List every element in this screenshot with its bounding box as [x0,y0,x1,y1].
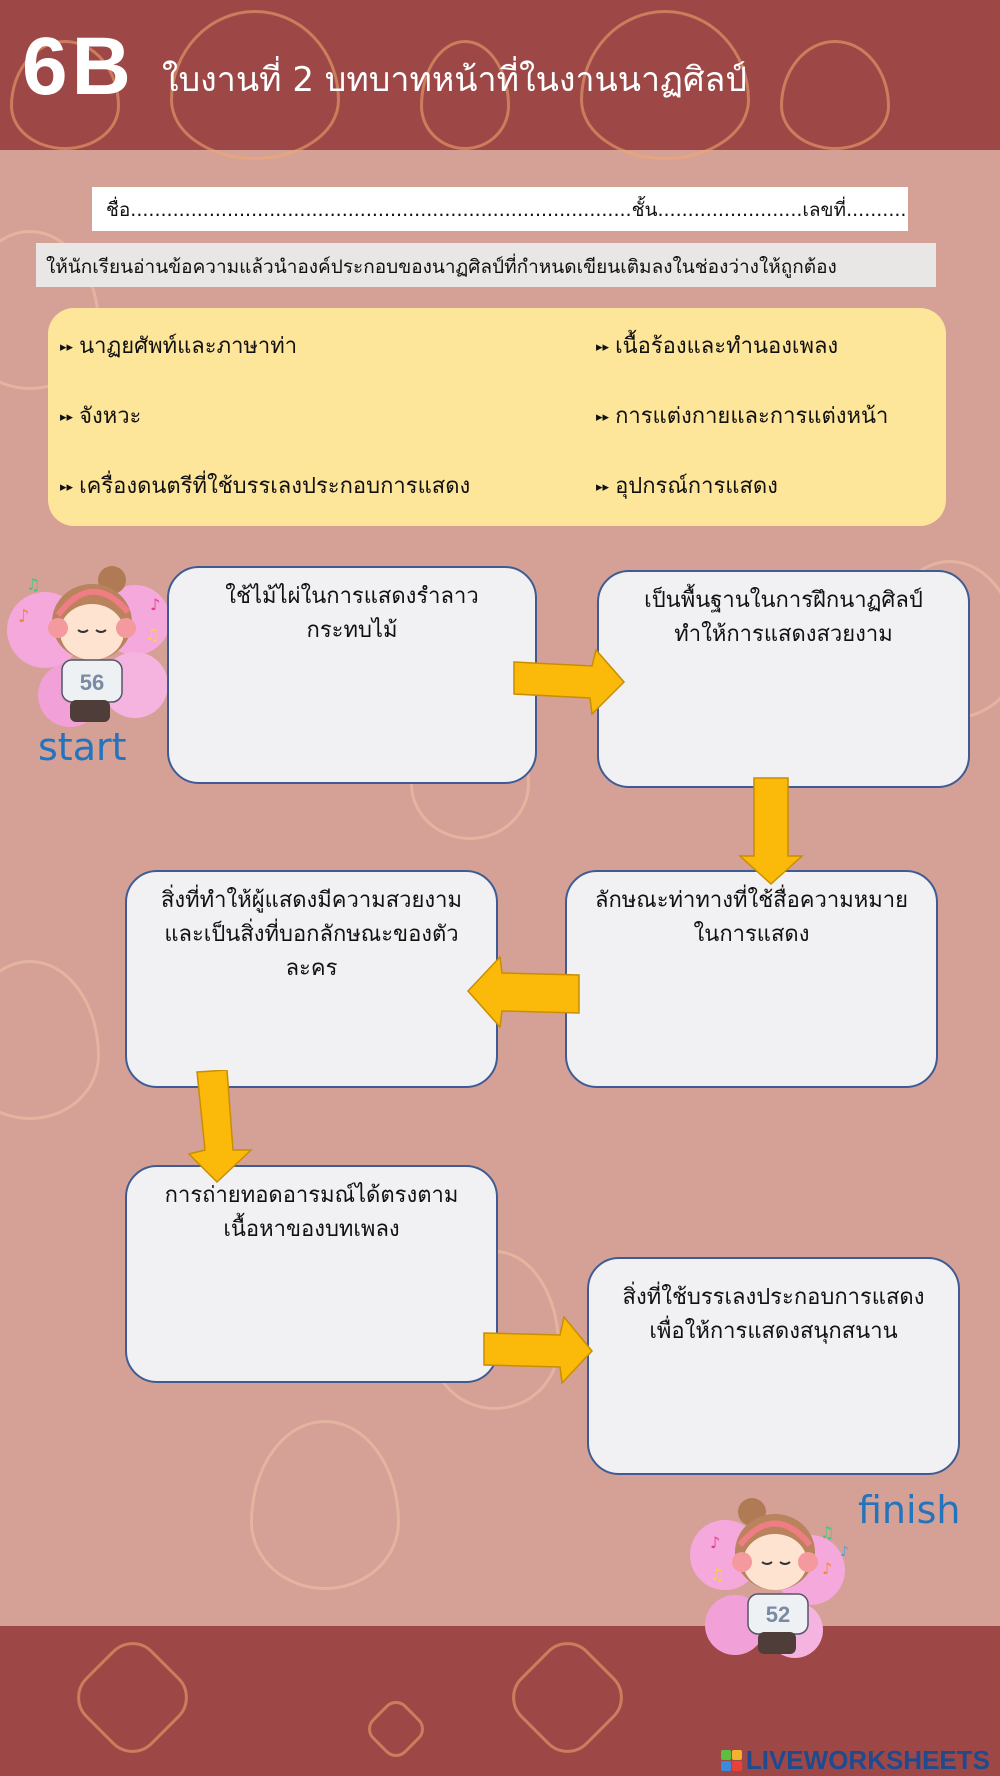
answer-box-5[interactable]: การถ่ายทอดอารมณ์ได้ตรงตาม เนื้อหาของบทเพ… [125,1165,498,1383]
svg-text:♫: ♫ [26,575,40,594]
footer-band [0,1626,1000,1776]
worksheet-title: ใบงานที่ 2 บทบาทหน้าที่ในงานนาฏศิลป์ [162,60,747,100]
box-prompt-line: เนื้อหาของบทเพลง [223,1217,400,1242]
arrow-down-icon [187,1070,253,1184]
brand-name: LIVEWORKSHEETS [745,1745,990,1775]
box-prompt-line: กระทบไม้ [306,618,398,643]
svg-text:♪: ♪ [710,1533,720,1552]
instruction-text: ให้นักเรียนอ่านข้อความแล้วนำองค์ประกอบขอ… [36,243,936,287]
svg-text:♫: ♫ [145,625,159,644]
svg-text:♪: ♪ [822,1559,832,1578]
choice-item: ▸▸ อุปกรณ์การแสดง [596,468,778,503]
bullet-icon: ▸▸ [60,409,74,425]
box-prompt-line: ลักษณะท่าทางที่ใช้สื่อความหมาย [595,888,908,913]
arrow-left-icon [466,955,580,1029]
box-prompt-line: เป็นพื้นฐานในการฝึกนาฏศิลป์ [644,588,923,613]
choice-item: ▸▸ เนื้อร้องและทำนองเพลง [596,328,838,363]
arrow-right-icon [483,1315,593,1385]
choice-item: ▸▸ จังหวะ [60,398,141,433]
choice-label: อุปกรณ์การแสดง [615,474,778,499]
choice-label: นาฏยศัพท์และภาษาท่า [79,334,298,359]
choice-item: ▸▸ การแต่งกายและการแต่งหน้า [596,398,888,433]
choice-item: ▸▸ เครื่องดนตรีที่ใช้บรรเลงประกอบการแสดง [60,468,470,503]
answer-box-1[interactable]: ใช้ไม้ไผ่ในการแสดงรำลาว กระทบไม้ [167,566,537,784]
thai-ornament [0,960,100,1120]
box-prompt-line: ใช้ไม้ไผ่ในการแสดงรำลาว [225,584,479,609]
arrow-down-icon [738,777,804,886]
box-prompt-line: สิ่งที่ใช้บรรเลงประกอบการแสดง [622,1285,925,1310]
liveworksheets-logo-icon [720,1750,742,1771]
box-prompt-line: การถ่ายทอดอารมณ์ได้ตรงตาม [164,1183,459,1208]
student-info-field[interactable]: ชื่อ....................................… [92,187,908,231]
choice-label: จังหวะ [79,404,142,429]
svg-text:♫: ♫ [820,1523,834,1542]
svg-text:♪: ♪ [840,1544,849,1560]
svg-text:52: 52 [766,1602,790,1627]
box-prompt-line: และเป็นสิ่งที่บอกลักษณะของตัว [164,922,459,947]
start-label: start [38,725,127,769]
svg-text:♫: ♫ [710,1565,724,1584]
grade-label: 6B [22,21,135,112]
choice-label: เครื่องดนตรีที่ใช้บรรเลงประกอบการแสดง [79,474,471,499]
answer-box-6[interactable]: สิ่งที่ใช้บรรเลงประกอบการแสดง เพื่อให้กา… [587,1257,960,1475]
choices-panel: ▸▸ นาฏยศัพท์และภาษาท่า ▸▸ จังหวะ ▸▸ เครื่อง… [48,308,946,526]
svg-text:♪: ♪ [150,595,160,614]
box-prompt-line: สิ่งที่ทำให้ผู้แสดงมีความสวยงาม [161,888,462,913]
thai-ornament [250,1420,400,1590]
arrow-right-icon [513,648,626,716]
box-prompt-line: ละคร [285,956,338,981]
header-band [0,0,1000,150]
box-prompt-line: ในการแสดง [693,922,810,947]
bullet-icon: ▸▸ [60,339,74,355]
svg-text:♪: ♪ [18,606,30,627]
svg-text:56: 56 [80,670,104,695]
answer-box-2[interactable]: เป็นพื้นฐานในการฝึกนาฏศิลป์ ทำให้การแสดง… [597,570,970,788]
choice-item: ▸▸ นาฏยศัพท์และภาษาท่า [60,328,297,363]
finish-character-illustration: 52 ♪ ♫ ♫ ♪ ♪ [690,1498,849,1658]
answer-box-3[interactable]: ลักษณะท่าทางที่ใช้สื่อความหมาย ในการแสดง [565,870,938,1088]
bullet-icon: ▸▸ [596,409,610,425]
box-prompt-line: ทำให้การแสดงสวยงาม [674,622,893,647]
start-character-illustration: 56 ♫ ♪ ♪ ♫ [7,566,170,727]
liveworksheets-brand: LIVEWORKSHEETS [720,1745,990,1776]
bullet-icon: ▸▸ [596,339,610,355]
finish-label: finish [858,1488,961,1532]
answer-box-4[interactable]: สิ่งที่ทำให้ผู้แสดงมีความสวยงาม และเป็นส… [125,870,498,1088]
choice-label: การแต่งกายและการแต่งหน้า [615,404,889,429]
bullet-icon: ▸▸ [596,479,610,495]
choice-label: เนื้อร้องและทำนองเพลง [615,334,839,359]
bullet-icon: ▸▸ [60,479,74,495]
box-prompt-line: เพื่อให้การแสดงสนุกสนาน [649,1319,898,1344]
